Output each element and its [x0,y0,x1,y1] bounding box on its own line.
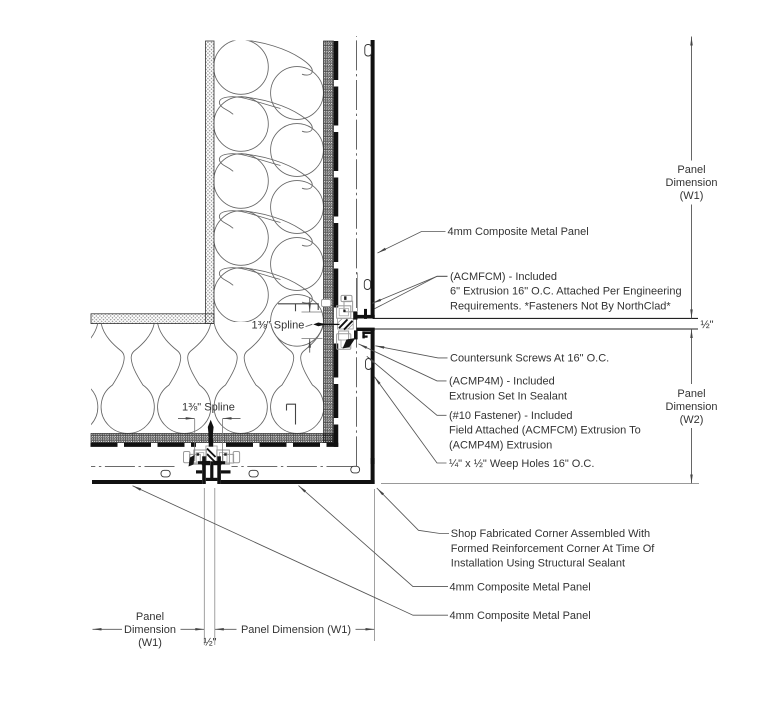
svg-text:4mm Composite Metal Panel: 4mm Composite Metal Panel [450,581,591,593]
svg-text:Field Attached (ACMFCM) Extrus: Field Attached (ACMFCM) Extrusion To [449,425,641,437]
svg-text:Panel: Panel [677,388,705,400]
svg-text:Dimension: Dimension [666,401,718,413]
svg-text:Extrusion Set In Sealant: Extrusion Set In Sealant [449,390,567,402]
svg-text:(ACMFCM) - Included: (ACMFCM) - Included [450,271,557,283]
svg-text:(ACMP4M) - Included: (ACMP4M) - Included [449,376,555,388]
svg-text:Requirements. *Fasteners Not B: Requirements. *Fasteners Not By NorthCla… [450,300,671,312]
svg-text:Countersunk Screws At 16" O.C.: Countersunk Screws At 16" O.C. [450,353,609,365]
svg-text:(W2): (W2) [680,414,704,426]
svg-text:Panel Dimension (W1): Panel Dimension (W1) [241,624,351,636]
svg-text:Shop Fabricated Corner Assembl: Shop Fabricated Corner Assembled With [451,528,650,540]
svg-text:(#10 Fastener) - Included: (#10 Fastener) - Included [449,410,573,422]
svg-text:4mm Composite Metal Panel: 4mm Composite Metal Panel [448,226,589,238]
svg-text:Dimension: Dimension [124,624,176,636]
svg-text:½": ½" [203,637,216,649]
svg-text:1⅜" Spline: 1⅜" Spline [182,401,235,413]
svg-text:Dimension: Dimension [666,177,718,189]
svg-text:(W1): (W1) [138,637,162,649]
svg-text:Panel: Panel [136,611,164,623]
svg-text:Installation Using Structural: Installation Using Structural Sealant [451,558,625,570]
svg-text:1⅜" Spline: 1⅜" Spline [252,320,305,332]
svg-text:¼" x ½" Weep Holes 16" O.C.: ¼" x ½" Weep Holes 16" O.C. [449,458,594,470]
svg-text:4mm Composite Metal Panel: 4mm Composite Metal Panel [450,610,591,622]
svg-text:Formed Reinforcement Corner At: Formed Reinforcement Corner At Time Of [451,543,656,555]
svg-text:½": ½" [701,319,714,331]
svg-text:6" Extrusion 16" O.C. Attached: 6" Extrusion 16" O.C. Attached Per Engin… [450,286,682,298]
svg-text:(ACMP4M) Extrusion: (ACMP4M) Extrusion [449,439,552,451]
svg-text:Panel: Panel [677,164,705,176]
svg-text:(W1): (W1) [680,190,704,202]
